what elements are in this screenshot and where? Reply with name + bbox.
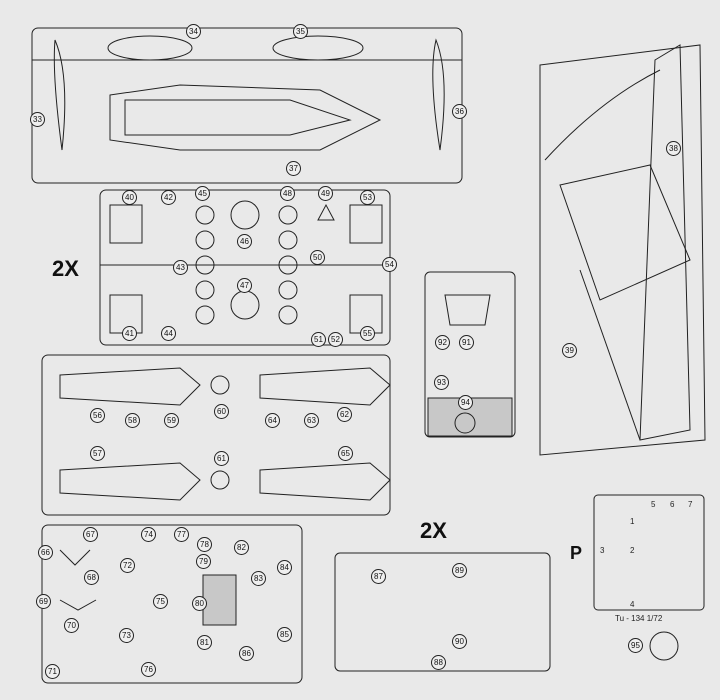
part-number-44: 44 bbox=[161, 326, 176, 341]
part-number-37: 37 bbox=[286, 161, 301, 176]
part-number-38: 38 bbox=[666, 141, 681, 156]
part-number-93: 93 bbox=[434, 375, 449, 390]
sprue-landing-gear bbox=[41, 524, 303, 684]
part-number-80: 80 bbox=[192, 596, 207, 611]
part-number-39: 39 bbox=[562, 343, 577, 358]
part-number-85: 85 bbox=[277, 627, 292, 642]
part-number-72: 72 bbox=[120, 558, 135, 573]
part-number-62: 62 bbox=[337, 407, 352, 422]
part-number-51: 51 bbox=[311, 332, 326, 347]
part-number-33: 33 bbox=[30, 112, 45, 127]
part-number-47: 47 bbox=[237, 278, 252, 293]
part-number-53: 53 bbox=[360, 190, 375, 205]
pe-digit: 6 bbox=[670, 500, 675, 509]
part-number-89: 89 bbox=[452, 563, 467, 578]
part-number-87: 87 bbox=[371, 569, 386, 584]
photo-etch-label: Tu - 134 1/72 bbox=[615, 614, 663, 623]
part-number-94: 94 bbox=[458, 395, 473, 410]
part-number-67: 67 bbox=[83, 527, 98, 542]
part-number-55: 55 bbox=[360, 326, 375, 341]
part-number-54: 54 bbox=[382, 257, 397, 272]
part-number-34: 34 bbox=[186, 24, 201, 39]
part-number-35: 35 bbox=[293, 24, 308, 39]
part-number-75: 75 bbox=[153, 594, 168, 609]
part-number-40: 40 bbox=[122, 190, 137, 205]
left-multiplier: 2X bbox=[52, 256, 79, 281]
part-number-86: 86 bbox=[239, 646, 254, 661]
part-number-57: 57 bbox=[90, 446, 105, 461]
part-number-76: 76 bbox=[141, 662, 156, 677]
part-number-56: 56 bbox=[90, 408, 105, 423]
part-number-58: 58 bbox=[125, 413, 140, 428]
part-number-91: 91 bbox=[459, 335, 474, 350]
part-number-41: 41 bbox=[122, 326, 137, 341]
part-number-60: 60 bbox=[214, 404, 229, 419]
part-number-78: 78 bbox=[197, 537, 212, 552]
sprue-canopy bbox=[424, 271, 516, 438]
pe-digit: 2 bbox=[630, 546, 635, 555]
pe-digit: 3 bbox=[600, 546, 605, 555]
sprue-fuselage bbox=[31, 27, 463, 184]
part-number-42: 42 bbox=[161, 190, 176, 205]
part-number-92: 92 bbox=[435, 335, 450, 350]
part-number-36: 36 bbox=[452, 104, 467, 119]
part-number-66: 66 bbox=[38, 545, 53, 560]
sprue-nacelles bbox=[41, 354, 391, 516]
part-number-49: 49 bbox=[318, 186, 333, 201]
part-number-45: 45 bbox=[195, 186, 210, 201]
part-number-83: 83 bbox=[251, 571, 266, 586]
part-number-64: 64 bbox=[265, 413, 280, 428]
pe-digit: 7 bbox=[688, 500, 693, 509]
part-number-81: 81 bbox=[197, 635, 212, 650]
photo-etch-fret bbox=[593, 494, 705, 611]
part-number-90: 90 bbox=[452, 634, 467, 649]
bottom-multiplier: 2X bbox=[420, 518, 447, 543]
photo-etch-letter: P bbox=[570, 543, 583, 563]
part-number-71: 71 bbox=[45, 664, 60, 679]
sprue-small-wheels bbox=[334, 552, 551, 672]
part-number-59: 59 bbox=[164, 413, 179, 428]
part-number-50: 50 bbox=[310, 250, 325, 265]
part-number-48: 48 bbox=[280, 186, 295, 201]
part-number-84: 84 bbox=[277, 560, 292, 575]
part-number-73: 73 bbox=[119, 628, 134, 643]
part-number-88: 88 bbox=[431, 655, 446, 670]
part-number-74: 74 bbox=[141, 527, 156, 542]
part-number-63: 63 bbox=[304, 413, 319, 428]
part-number-61: 61 bbox=[214, 451, 229, 466]
part-number-65: 65 bbox=[338, 446, 353, 461]
part-number-68: 68 bbox=[84, 570, 99, 585]
part-number-52: 52 bbox=[328, 332, 343, 347]
part-number-70: 70 bbox=[64, 618, 79, 633]
pe-digit: 1 bbox=[630, 517, 635, 526]
part-number-46: 46 bbox=[237, 234, 252, 249]
part-number-43: 43 bbox=[173, 260, 188, 275]
sprue-wheels bbox=[99, 189, 391, 346]
part-number-95: 95 bbox=[628, 638, 643, 653]
sprue-wing bbox=[539, 44, 706, 456]
part-number-77: 77 bbox=[174, 527, 189, 542]
pe-digit: 5 bbox=[651, 500, 656, 509]
part-number-82: 82 bbox=[234, 540, 249, 555]
part-number-69: 69 bbox=[36, 594, 51, 609]
part-number-79: 79 bbox=[196, 554, 211, 569]
pe-digit: 4 bbox=[630, 600, 635, 609]
